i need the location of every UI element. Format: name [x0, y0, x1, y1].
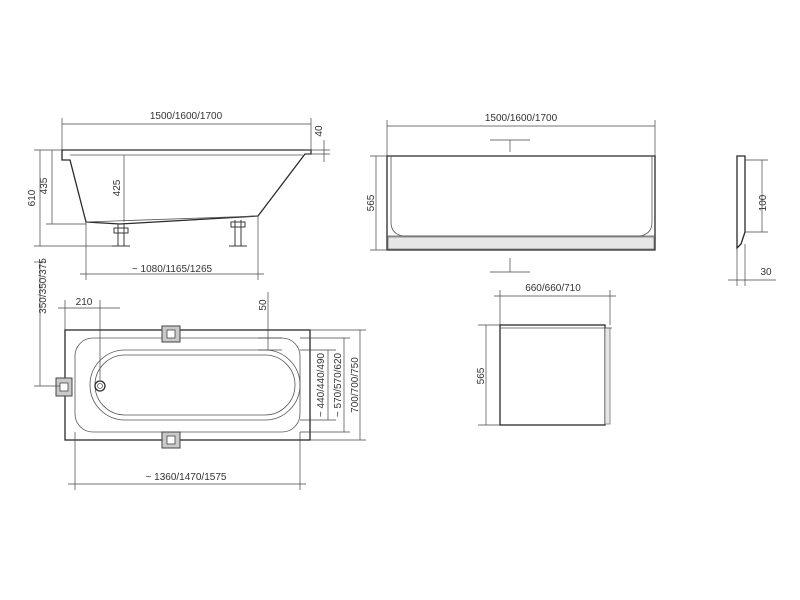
side-view-leg-left: [112, 224, 130, 247]
fitting-bottom: [161, 431, 181, 449]
end-panel-body: [499, 324, 606, 426]
side-tub-depth-label: 435: [39, 177, 50, 194]
panel-profile-view: 100 30: [728, 155, 776, 286]
side-total-height-label: 610: [27, 189, 38, 206]
front-panel-body: [386, 155, 656, 251]
top-inner-start-label: 210: [76, 297, 93, 308]
side-view-leg-right: [229, 220, 247, 247]
top-drain-offset-label: 350/350/375: [38, 258, 49, 314]
end-panel-height-label: 565: [476, 367, 487, 384]
front-panel-length-label: 1500/1600/1700: [485, 113, 558, 124]
top-inner-length-label: ~ 1360/1470/1575: [146, 472, 227, 483]
panel-profile-shape: [736, 155, 746, 250]
top-rim-label: 50: [258, 299, 269, 311]
side-view-tub: [61, 149, 312, 225]
front-panel-height-label: 565: [366, 194, 377, 211]
end-panel-width-label: 660/660/710: [525, 283, 581, 294]
side-inner-depth-label: 425: [112, 179, 123, 196]
top-view: 350/350/375 210 50 ~ 440/440/490 ~ 570/5…: [34, 258, 366, 490]
side-bottom-length-label: ~ 1080/1165/1265: [132, 264, 213, 275]
top-inner-width-2-label: ~ 570/570/620: [333, 352, 344, 417]
drain-icon: [94, 380, 106, 392]
top-outer-width-label: 700/700/750: [350, 357, 361, 413]
front-panel-view: 1500/1600/1700 565: [366, 113, 656, 273]
top-inner-width-label: ~ 440/440/490: [316, 352, 327, 417]
fitting-top: [161, 325, 181, 343]
side-length-label: 1500/1600/1700: [150, 111, 223, 122]
top-view-basin: [89, 349, 301, 421]
end-panel-view: 660/660/710 565: [476, 283, 616, 426]
profile-depth-label: 30: [760, 267, 772, 278]
profile-height-label: 100: [758, 194, 769, 211]
side-view: 1500/1600/1700 40 610 435 425 ~ 1080/116…: [27, 111, 330, 280]
side-rim-label: 40: [314, 125, 325, 137]
fitting-left: [55, 377, 73, 397]
